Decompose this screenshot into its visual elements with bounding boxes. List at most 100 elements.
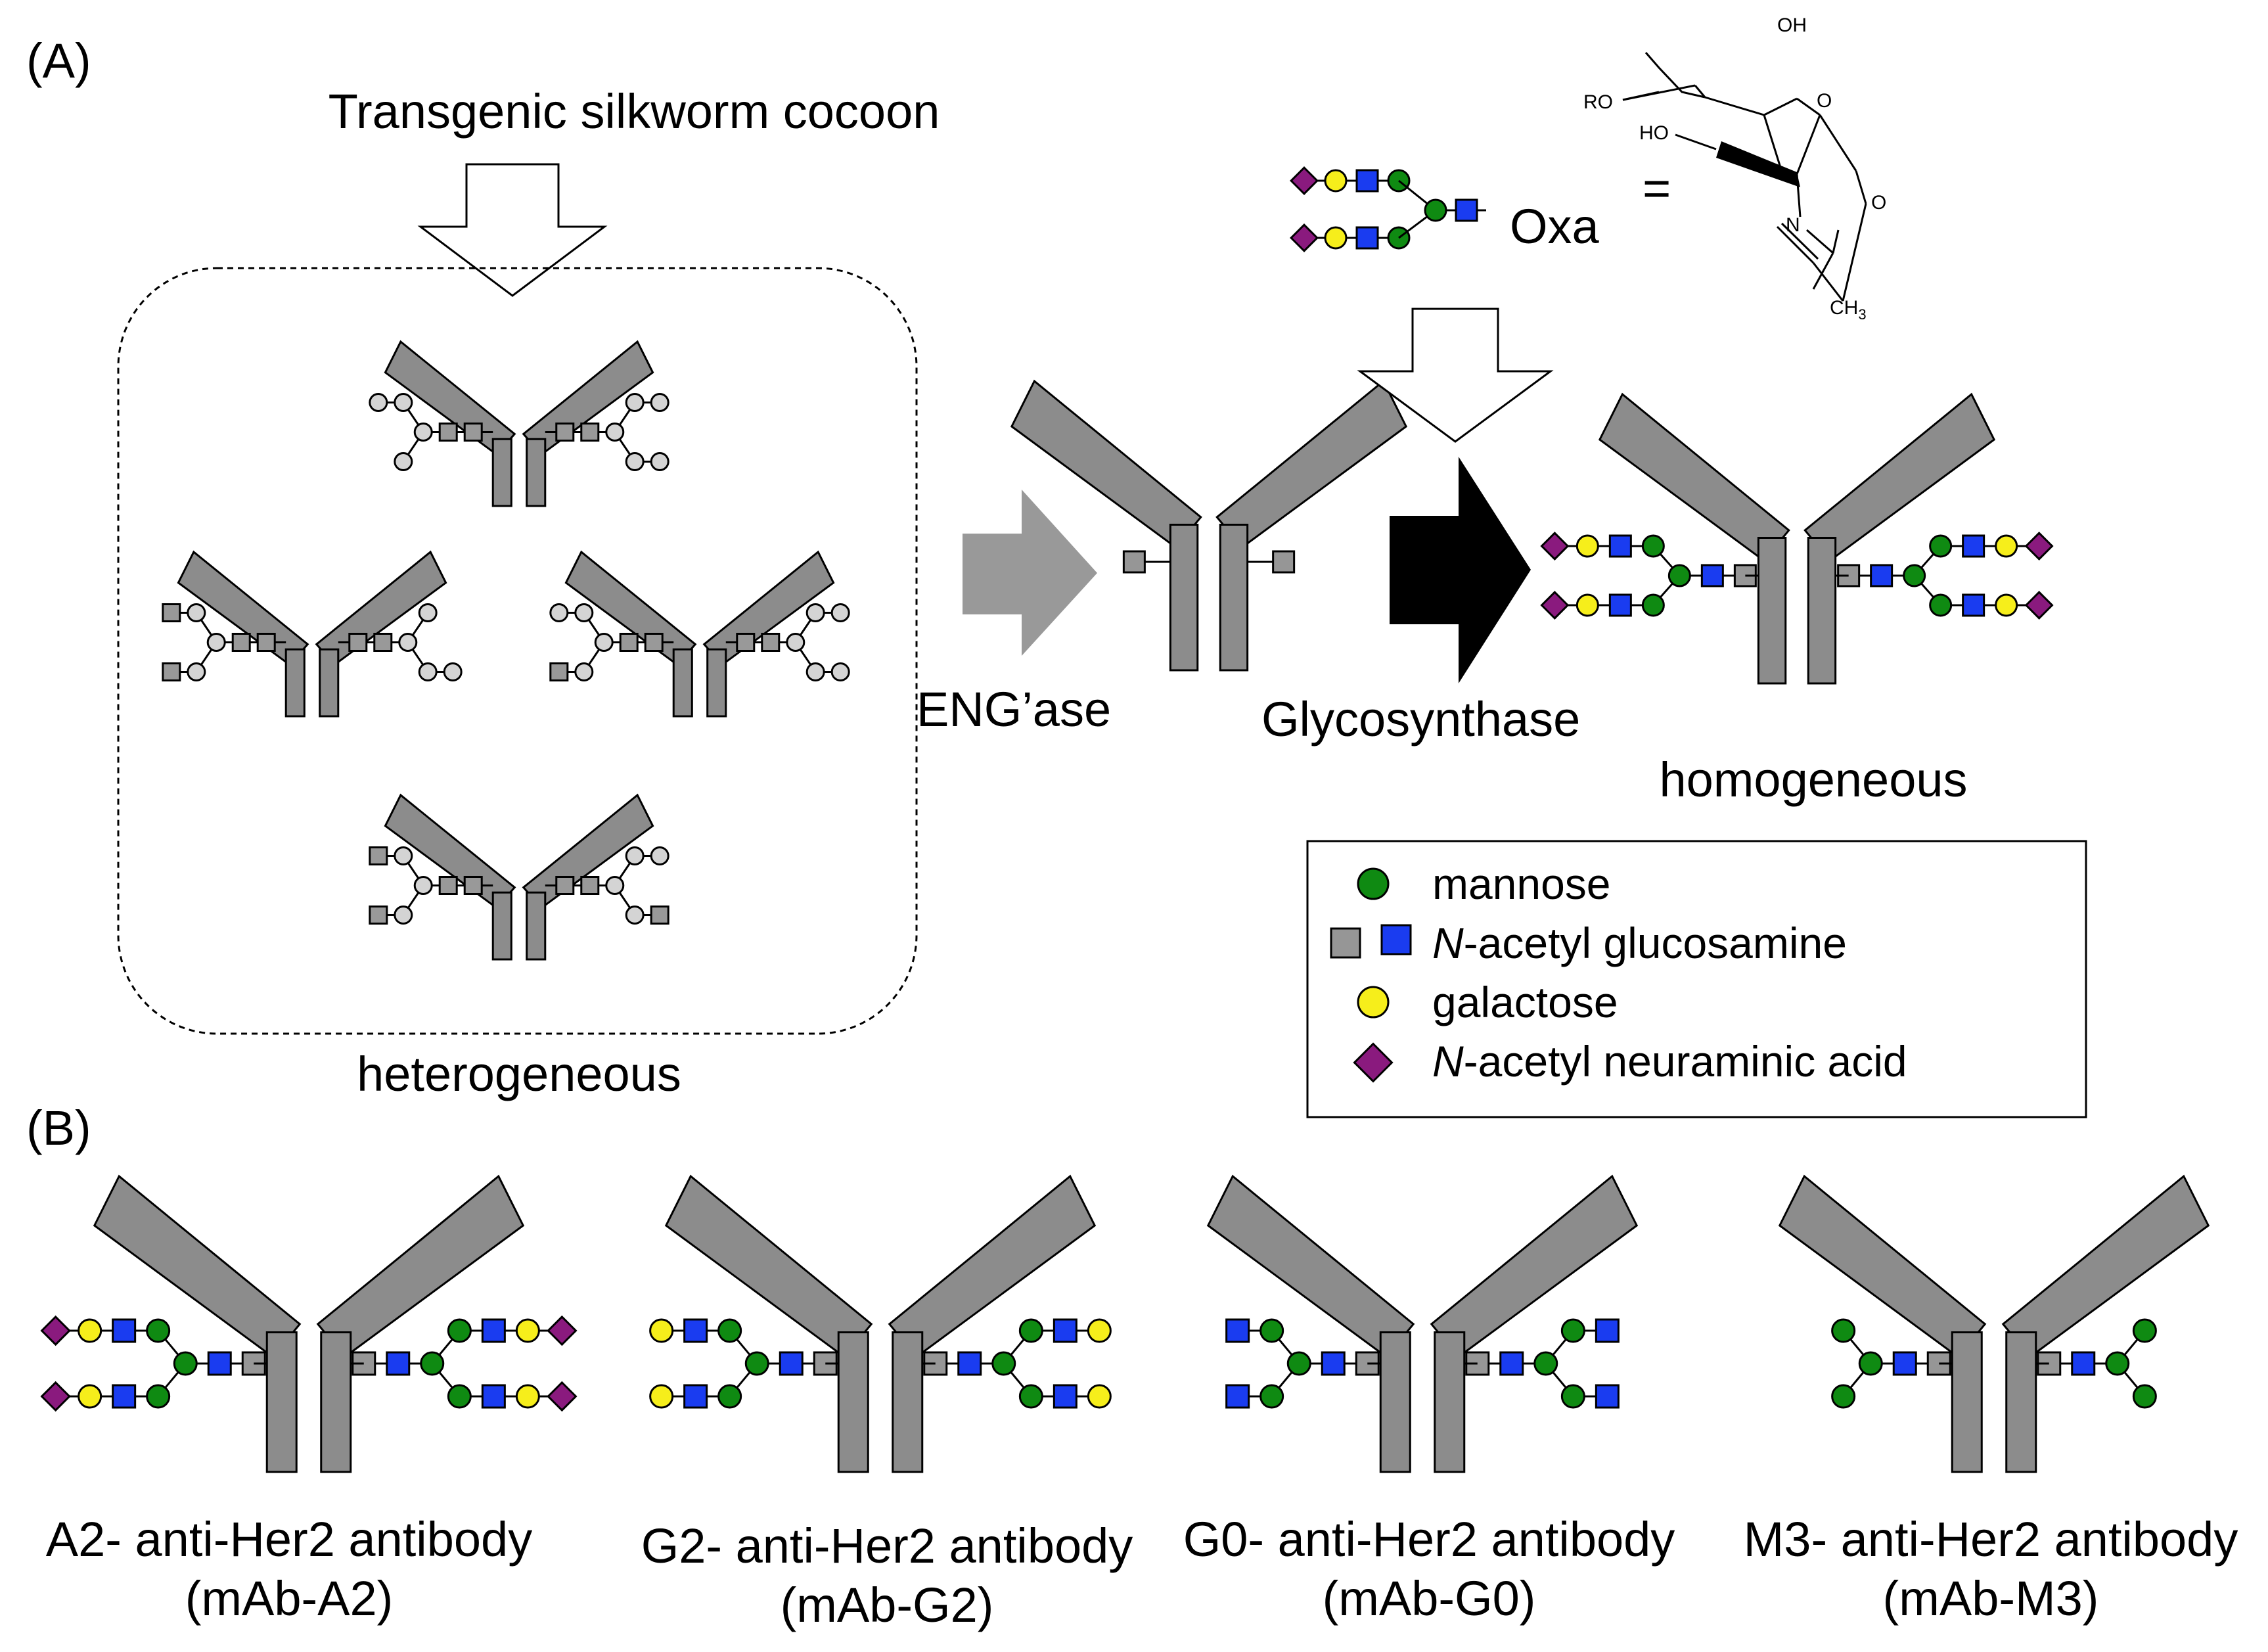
glcnac-blue-square (1608, 593, 1632, 617)
mannose-circle (1929, 534, 1953, 558)
mannose-circle (1560, 1318, 1585, 1343)
antibody-left-arm (1778, 1174, 1987, 1359)
glcnac-blue-square (1355, 226, 1379, 250)
galactose-circle (78, 1318, 102, 1343)
hetero-glcnac-square (549, 662, 569, 681)
mannose-circle (1018, 1318, 1043, 1343)
mannose-circle (1831, 1384, 1856, 1409)
chem-o-ox: O (1871, 192, 1886, 214)
glcnac-blue-square (1321, 1351, 1346, 1376)
oxa-equals: = (1643, 161, 1671, 216)
hetero-glcnac-square (369, 846, 388, 865)
hetero-glcnac-square (438, 876, 458, 895)
engase-arrow (963, 490, 1097, 656)
antibody-left-heavy-chain (265, 1331, 298, 1473)
homogeneous-antibody (1540, 392, 2054, 685)
hetero-glcnac-square (555, 423, 575, 442)
hetero-sugar-circle (413, 876, 433, 895)
glcnac-blue-square (1380, 924, 1412, 955)
legend-galactose: galactose (1432, 978, 1618, 1026)
oxa-glycan (1290, 166, 1486, 252)
chem-n: N (1786, 214, 1800, 236)
glcnac-blue-square (1595, 1384, 1620, 1409)
oxazoline-wedge (1716, 141, 1800, 187)
hetero-glcnac-square (650, 906, 669, 925)
antibody-left-heavy-chain (491, 438, 512, 507)
truncated-antibody (1010, 379, 1408, 672)
galactose-circle (515, 1384, 540, 1409)
mannose-circle (420, 1351, 445, 1376)
hetero-glcnac-square (463, 876, 483, 895)
glcnac-blue-square (1053, 1318, 1077, 1343)
mannose-circle (2105, 1351, 2130, 1376)
hetero-sugar-circle (625, 393, 645, 412)
mannose-circle (717, 1318, 742, 1343)
ab-g0-code: (mAb-G0) (1323, 1571, 1536, 1626)
hetero-sugar-circle (574, 662, 594, 681)
ab-g2-code: (mAb-G2) (781, 1578, 994, 1632)
cocoon-label: Transgenic silkworm cocoon (329, 84, 940, 139)
hetero-sugar-circle (786, 633, 805, 652)
hetero-sugar-circle (574, 603, 594, 622)
glcnac-blue-square (1355, 169, 1379, 193)
glcnac-blue-square (207, 1351, 232, 1376)
neu5ac-diamond (547, 1315, 578, 1346)
mannose-circle (1357, 867, 1390, 900)
hetero-sugar-circle (394, 452, 413, 471)
galactose-circle (78, 1384, 102, 1409)
glcnac-blue-square (1608, 534, 1632, 558)
mannose-circle (1641, 593, 1665, 617)
hetero-sugar-circle (549, 603, 569, 622)
hetero-glcnac-square (580, 876, 600, 895)
hetero-sugar-circle (605, 423, 625, 442)
antibody-left-heavy-chain (1379, 1331, 1411, 1473)
hetero-glcnac-square (373, 633, 393, 652)
galactose-circle (1357, 986, 1390, 1019)
neu5ac-diamond (2024, 591, 2054, 620)
neu5ac-diamond (2024, 532, 2054, 561)
glcnac-blue-square (112, 1384, 137, 1409)
glcnac-blue-square (1053, 1384, 1077, 1409)
antibody-left-heavy-chain (491, 891, 512, 961)
ab-a2-code: (mAb-A2) (185, 1571, 394, 1626)
mannose-circle (1533, 1351, 1558, 1376)
glcnac-blue-square (1870, 564, 1894, 587)
glcnac-blue-square (481, 1318, 506, 1343)
mannose-circle (1018, 1384, 1043, 1409)
mannose-circle (744, 1351, 769, 1376)
hetero-sugar-circle (443, 662, 463, 681)
ab-g2-name: G2- anti-Her2 antibody (641, 1519, 1133, 1573)
legend-glcnac: N-acetyl glucosamine (1432, 919, 1847, 967)
ab-m3-code: (mAb-M3) (1883, 1571, 2099, 1626)
heterogeneous-antibodies (162, 340, 850, 961)
antibody-right-heavy-chain (1219, 524, 1249, 672)
glcnac-blue-square (1225, 1384, 1250, 1409)
neu5ac-diamond (40, 1315, 71, 1346)
mannose-circle (1667, 564, 1691, 587)
hetero-sugar-circle (650, 452, 669, 471)
hetero-glcnac-square (438, 423, 458, 442)
mannose-circle (1286, 1351, 1311, 1376)
ab-m3-name: M3- anti-Her2 antibody (1744, 1512, 2238, 1567)
hetero-sugar-circle (394, 846, 413, 865)
glcnac-blue-square (2071, 1351, 2096, 1376)
hetero-sugar-circle (369, 393, 388, 412)
galactose-circle (1995, 593, 2018, 617)
galactose-circle (1576, 593, 1599, 617)
oxa-down-arrow (1357, 308, 1554, 443)
antibody-left-heavy-chain (1951, 1331, 1983, 1473)
antibody-right-heavy-chain (526, 891, 547, 961)
mannose-circle (1858, 1351, 1883, 1376)
antibody-right-heavy-chain (706, 648, 727, 718)
antibody-right-heavy-chain (319, 648, 340, 718)
hetero-sugar-circle (805, 603, 825, 622)
antibody-left-heavy-chain (672, 648, 693, 718)
mannose-circle (1424, 198, 1447, 222)
legend-mannose: mannose (1432, 860, 1611, 908)
hetero-glcnac-square (761, 633, 781, 652)
hetero-sugar-circle (418, 603, 438, 622)
oxa-label: Oxa (1510, 199, 1600, 254)
neu5ac-diamond (1540, 591, 1570, 620)
glcnac-blue-square (1595, 1318, 1620, 1343)
mannose-circle (1560, 1384, 1585, 1409)
